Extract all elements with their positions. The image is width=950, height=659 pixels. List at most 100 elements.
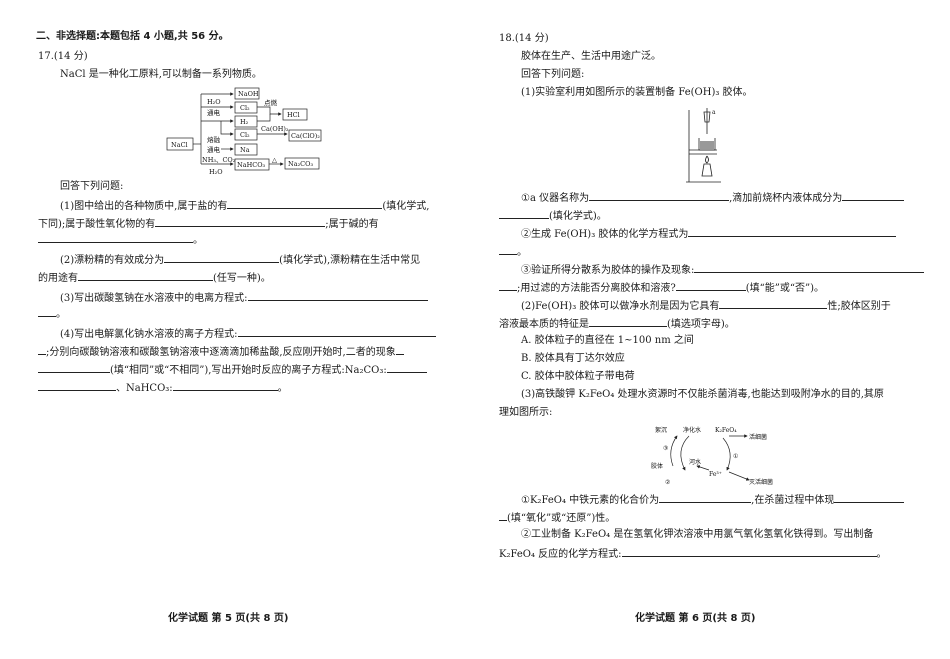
q18-t1-c: (填“氧化”或“还原”)性。 [507, 513, 616, 524]
blank-property[interactable] [719, 298, 828, 309]
blank-beaker-liquid[interactable] [842, 190, 905, 201]
q17-p2-d: (任写一种)。 [213, 273, 271, 284]
q17-p4-line2: ;分别向碳酸钠溶液和碳酸氢钠溶液中逐滴滴加稀盐酸,反应刚开始时,二者的现象 [38, 344, 404, 360]
dg-na2co3: Na₂CO₃ [288, 160, 313, 168]
dg-cond-rongrong: 熔融 [207, 135, 221, 144]
q17-p4-line4: 、NaHCO₃:。 [38, 380, 288, 396]
q18-s3-line2: ;用过滤的方法能否分离胶体和溶液?(填“能”或“否”)。 [499, 280, 824, 296]
q18-t1-a: ①K₂FeO₄ 中铁元素的化合价为 [521, 495, 660, 506]
blank-acidic-oxides[interactable] [155, 216, 326, 227]
cy-n2: ② [665, 479, 670, 486]
dg-naoh: NaOH [238, 90, 259, 98]
cy-fe3: Fe³⁺ [709, 471, 722, 478]
q17-p1-line3: 。 [38, 232, 203, 248]
blank-ionization-cont[interactable] [38, 306, 56, 317]
blank-bleach-component[interactable] [164, 252, 280, 263]
dg-cond-nh3co2: NH₃、CO₂ [202, 156, 236, 164]
q18-s3-c: (填“能”或“否”)。 [745, 283, 824, 294]
left-footer: 化学试题 第 5 页(共 8 页) [168, 613, 289, 624]
blank-oxidizing-cont[interactable] [499, 510, 507, 521]
q17-p2-line2: 的用途有(任写一种)。 [38, 270, 271, 286]
dg-h2: H₂ [240, 118, 249, 126]
dg-nacl: NaCl [171, 141, 188, 149]
q18-t2-a: ②工业制备 K₂FeO₄ 是在氢氧化钾浓溶液中用氯气氧化氢氧化铁得到。写出制备 [521, 529, 874, 540]
blank-ionization[interactable] [247, 290, 428, 301]
cy-jiaoti: 胶体 [651, 462, 663, 470]
q18-t1-line2: (填“氧化”或“还原”)性。 [499, 510, 615, 526]
dg-cond-ranshao: 点燃 [264, 98, 278, 107]
q17-p4-d: 、NaHCO₃: [116, 383, 173, 394]
q18-t2-b: K₂FeO₄ 反应的化学方程式: [499, 549, 622, 560]
dg-hcl: HCl [287, 111, 300, 119]
q17-p2-a: (2)漂粉精的有效成分为 [60, 255, 165, 266]
q18-number: 18.(14 分) [499, 33, 549, 44]
q18-t1-line1: ①K₂FeO₄ 中铁元素的化合价为,在杀菌过程中体现 [521, 492, 905, 508]
q18-p3-a: (3)高铁酸钾 K₂FeO₄ 处理水资源时不仅能杀菌消毒,也能达到吸附净水的目的… [521, 389, 884, 400]
q18-s2-line1: ②生成 Fe(OH)₃ 胶体的化学方程式为 [521, 226, 897, 242]
dg-cond-heat: △ [272, 156, 277, 164]
blank-valence[interactable] [659, 492, 752, 503]
blank-instrument-name[interactable] [589, 190, 730, 201]
k2feo4-cycle-diagram: 絮沉 净化水 K₂FeO₄ 活细菌 胶体 河水 Fe³⁺ 灭活细菌 ③ ② ① [651, 426, 773, 486]
blank-preparation-equation[interactable] [621, 546, 877, 557]
option-b: B. 胶体具有丁达尔效应 [521, 353, 625, 364]
dg-cond-tongdian2: 通电 [207, 145, 221, 154]
q17-p1-b: (填化学式, [382, 201, 430, 212]
blank-bleach-use[interactable] [78, 270, 213, 281]
dg-caclo2: Ca(ClO)₂ [291, 132, 320, 140]
blank-colloid-equation-cont[interactable] [499, 244, 517, 255]
dg-cond-caoh2: Ca(OH)₂ [261, 125, 289, 133]
blank-filter[interactable] [675, 280, 746, 291]
blank-colloid-equation[interactable] [688, 226, 897, 237]
q17-p4-line1: (4)写出电解氯化钠水溶液的离子方程式: [60, 326, 436, 342]
blank-oxidizing[interactable] [834, 492, 905, 503]
q17-p3-end: 。 [56, 309, 66, 320]
q18-s2-line2: 。 [499, 244, 527, 260]
dg-cl2: Cl₂ [240, 104, 250, 112]
q18-p2-line1: (2)Fe(OH)₃ 胶体可以做净水剂是因为它具有性;胶体区别于 [521, 298, 891, 314]
blank-na2co3-eq[interactable] [386, 362, 427, 373]
q18-p2-a: (2)Fe(OH)₃ 胶体可以做净水剂是因为它具有 [521, 301, 720, 312]
cy-shihuoxijun: 灭活细菌 [749, 478, 773, 486]
blank-electrolysis[interactable] [237, 326, 436, 337]
blank-electrolysis-cont[interactable] [38, 344, 46, 355]
right-page: 18.(14 分) 胶体在生产、生活中用途广泛。 回答下列问题: (1)实验室利… [475, 0, 950, 659]
q17-p4-b: ;分别向碳酸钠溶液和碳酸氢钠溶液中逐滴滴加稀盐酸,反应刚开始时,二者的现象 [46, 347, 396, 358]
blank-essential-feature[interactable] [589, 316, 667, 327]
q18-s1-line1: ①a 仪器名称为 ,滴加前烧杯内液体成分为 [521, 190, 905, 206]
nacl-reaction-diagram: NaCl NaOH Cl₂ H₂ Cl₂ Na NaHCO₃ HCl Ca(Cl… [166, 87, 322, 176]
blank-verify-colloid[interactable] [694, 262, 925, 273]
q18-s1-a: ①a 仪器名称为 [521, 193, 590, 204]
blank-na2co3-eq-cont[interactable] [38, 380, 116, 391]
cy-jinghuashui: 净化水 [683, 426, 701, 434]
apparatus-label-a: a [712, 109, 716, 116]
blank-phenomenon[interactable] [38, 362, 110, 373]
q18-s1-line2: (填化学式)。 [499, 208, 607, 224]
cy-huoxijun: 活细菌 [749, 433, 767, 441]
blank-nahco3-eq[interactable] [172, 380, 278, 391]
q17-p4-c: (填“相同”或“不相同”),写出开始时反应的离子方程式:Na₂CO₃: [110, 365, 387, 376]
section-header: 二、非选择题:本题包括 4 小题,共 56 分。 [36, 31, 229, 42]
blank-beaker-liquid-cont[interactable] [499, 208, 549, 219]
q18-p3-b: 理如图所示: [499, 407, 553, 418]
cy-n3: ③ [663, 445, 668, 452]
blank-verify-colloid-cont[interactable] [499, 280, 517, 291]
q18-p2-line2: 溶液最本质的特征是(填选项字母)。 [499, 316, 735, 332]
blank-salts[interactable] [227, 198, 383, 209]
option-c: C. 胶体中胶体粒子带电荷 [521, 371, 635, 382]
q17-p2-line1: (2)漂粉精的有效成分为(填化学式),漂粉精在生活中常见 [60, 252, 420, 268]
blank-bases[interactable] [38, 232, 193, 243]
q17-p1-d: ;属于碱的有 [325, 219, 379, 230]
q18-s2-end: 。 [517, 247, 527, 258]
cy-n1: ① [733, 453, 738, 460]
q17-p3: (3)写出碳酸氢钠在水溶液中的电离方程式: [60, 293, 248, 304]
cy-k2feo4: K₂FeO₄ [715, 427, 737, 434]
blank-phenomenon-start[interactable] [395, 344, 404, 355]
dg-nahco3: NaHCO₃ [237, 161, 266, 169]
q18-s1-b: ,滴加前烧杯内液体成分为 [729, 193, 843, 204]
cy-jufu: 絮沉 [655, 426, 667, 434]
q17-intro: NaCl 是一种化工原料,可以制备一系列物质。 [60, 69, 262, 80]
colloid-apparatus-diagram: a [686, 108, 721, 183]
q18-p2-d: (填选项字母)。 [667, 319, 735, 330]
left-page: 二、非选择题:本题包括 4 小题,共 56 分。 17.(14 分) NaCl … [36, 31, 436, 624]
